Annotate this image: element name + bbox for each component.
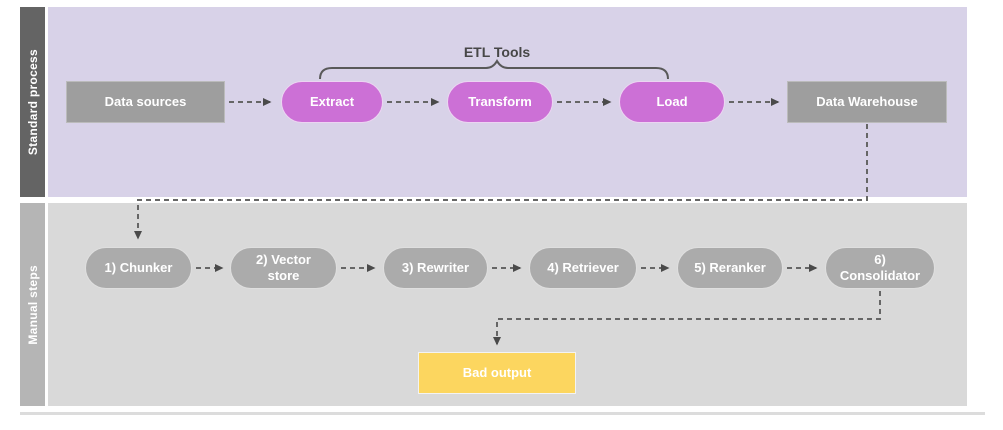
etl-tools-annotation: ETL Tools: [463, 44, 531, 60]
node-transform: Transform: [447, 81, 553, 123]
node-bad-output: Bad output: [418, 352, 576, 394]
node-consolidator: 6) Consolidator: [825, 247, 935, 289]
node-retriever: 4) Retriever: [529, 247, 637, 289]
node-vector-store: 2) Vector store: [230, 247, 337, 289]
lane-standard-process-bar: Standard process: [20, 7, 45, 197]
node-data-sources: Data sources: [66, 81, 225, 123]
page-bottom-rule: [20, 412, 985, 415]
node-reranker-label: 5) Reranker: [694, 260, 766, 276]
node-load: Load: [619, 81, 725, 123]
node-vector-store-label: 2) Vector store: [256, 252, 311, 283]
node-reranker: 5) Reranker: [677, 247, 783, 289]
node-rewriter: 3) Rewriter: [383, 247, 488, 289]
node-data-warehouse: Data Warehouse: [787, 81, 947, 123]
node-bad-output-label: Bad output: [462, 365, 532, 381]
node-load-label: Load: [656, 94, 688, 110]
node-transform-label: Transform: [468, 94, 532, 110]
node-retriever-label: 4) Retriever: [547, 260, 619, 276]
node-consolidator-label: 6) Consolidator: [839, 252, 921, 283]
node-data-sources-label: Data sources: [104, 94, 187, 110]
lane-manual-steps-bar: Manual steps: [20, 203, 45, 406]
node-data-warehouse-label: Data Warehouse: [816, 94, 918, 110]
node-chunker-label: 1) Chunker: [104, 260, 173, 276]
lane-standard-process-label: Standard process: [25, 48, 40, 156]
node-extract-label: Extract: [309, 94, 355, 110]
node-extract: Extract: [281, 81, 383, 123]
node-chunker: 1) Chunker: [85, 247, 192, 289]
node-rewriter-label: 3) Rewriter: [401, 260, 470, 276]
lane-manual-steps-label: Manual steps: [25, 264, 40, 345]
